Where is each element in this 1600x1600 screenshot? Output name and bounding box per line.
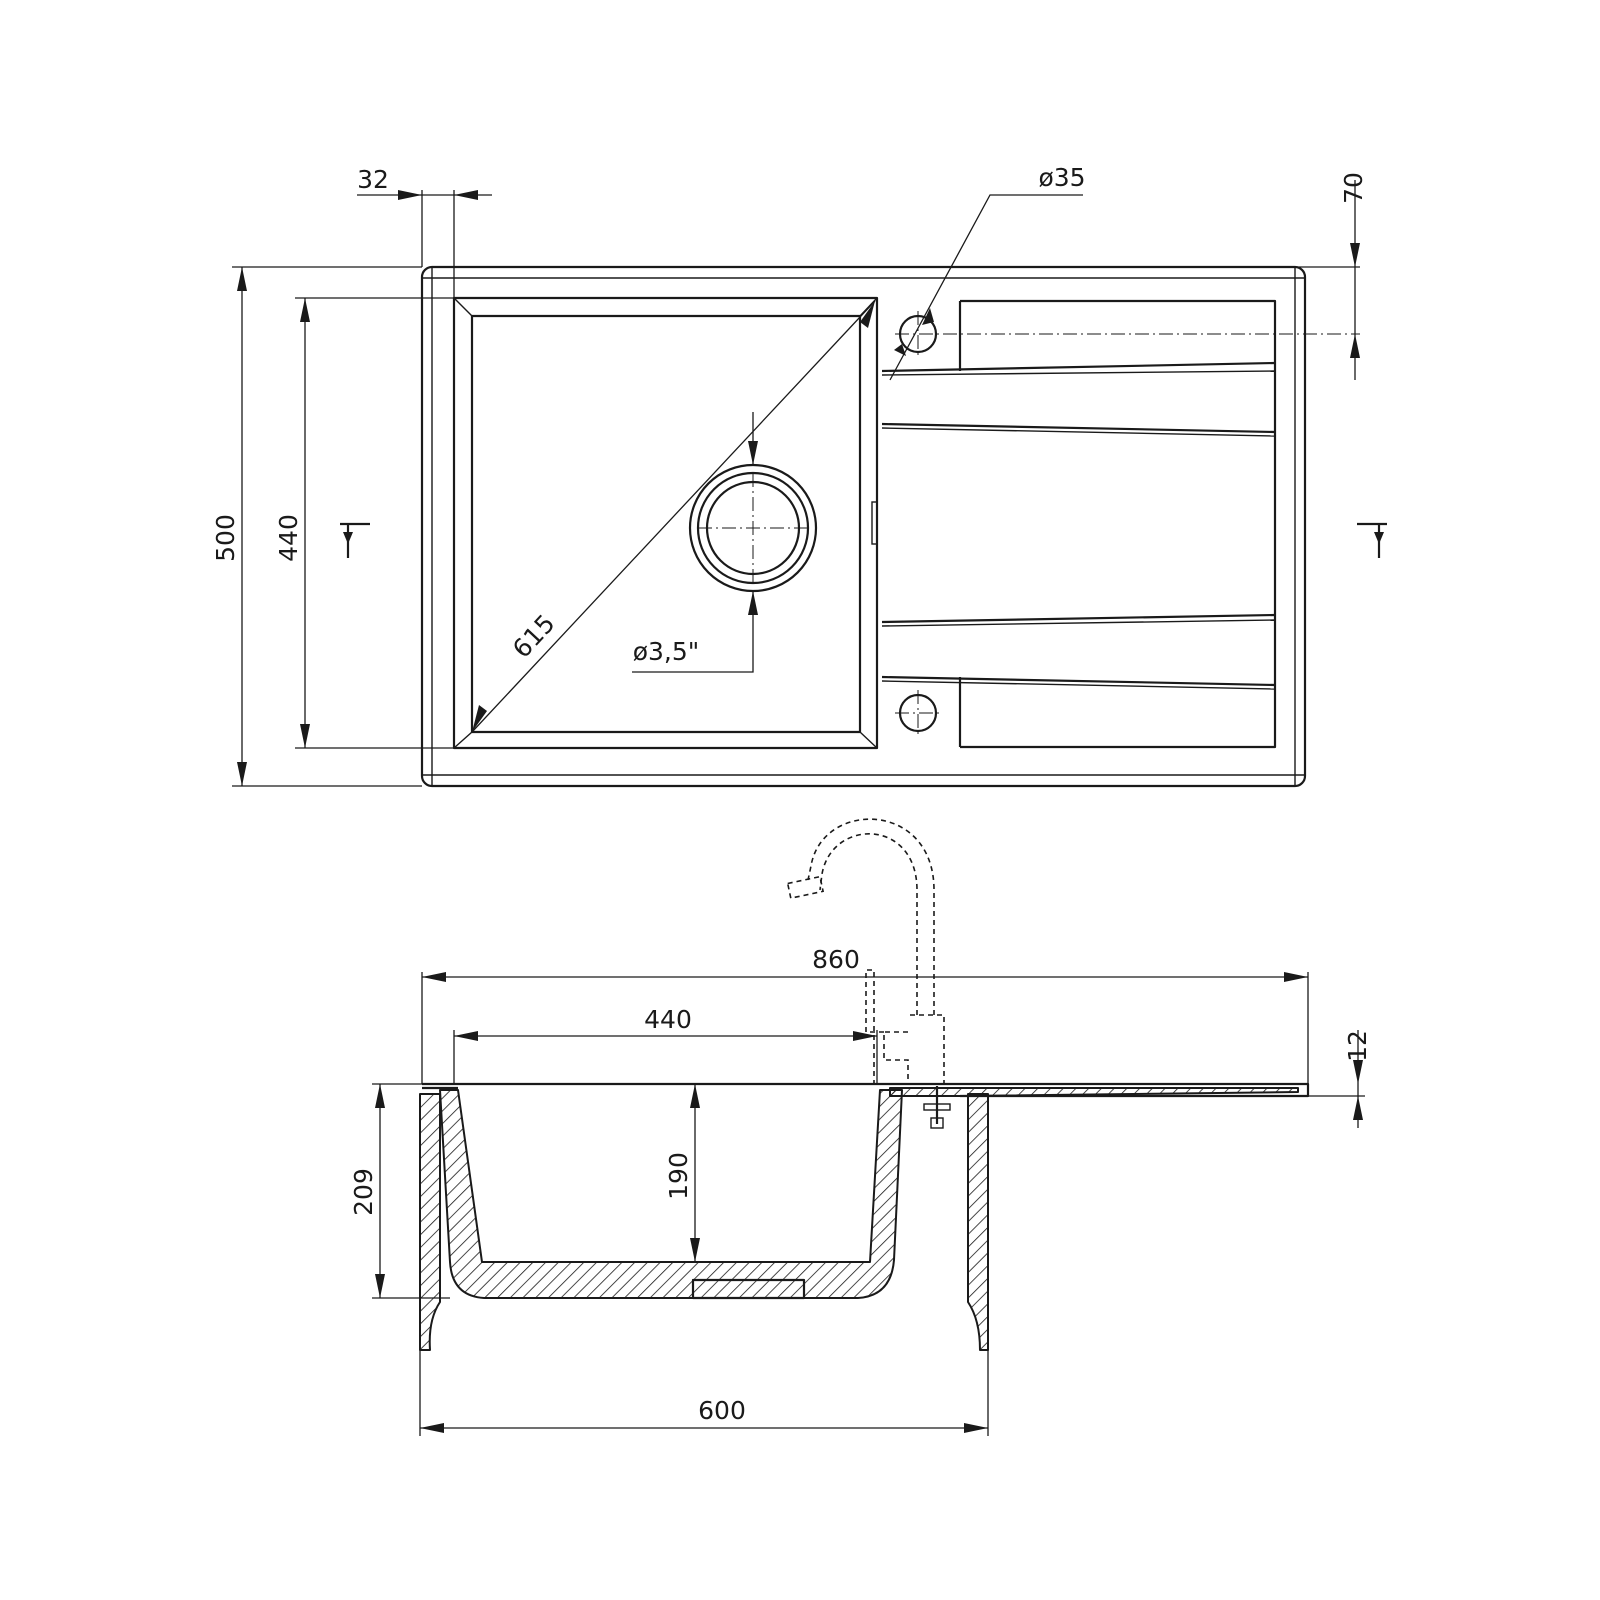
dim-600: 600 — [419, 1350, 989, 1436]
dim-440-side: 440 — [453, 1005, 878, 1084]
dim-500: 500 — [211, 266, 422, 787]
tap-hole-upper — [895, 311, 1360, 357]
countertop-drainer — [422, 1082, 1310, 1098]
dim-860: 860 — [421, 945, 1309, 1084]
sink-outline — [420, 265, 1307, 788]
dim-440-top: 440 — [274, 297, 454, 749]
dim-label-600: 600 — [698, 1396, 746, 1425]
dim-label-440-side: 440 — [644, 1005, 692, 1034]
bowl-section — [439, 1089, 903, 1300]
dim-label-500: 500 — [211, 514, 240, 562]
dim-190: 190 — [664, 1084, 700, 1262]
dim-12: 12 — [1308, 1030, 1372, 1128]
dim-label-615: 615 — [507, 609, 561, 664]
dim-tap-hole-diameter: ø35 — [889, 163, 1086, 381]
drain-circle — [688, 463, 818, 593]
dim-label-860: 860 — [812, 945, 860, 974]
dim-label-drain-diameter: ø3,5" — [633, 637, 700, 666]
side-view: 860 440 12 209 — [349, 818, 1372, 1436]
dim-label-209: 209 — [349, 1168, 378, 1216]
dim-label-440-top: 440 — [274, 514, 303, 562]
cabinet-wall-left — [419, 1093, 441, 1351]
section-mark-right — [1357, 522, 1387, 558]
drainer-area — [881, 299, 1277, 749]
dim-70: 70 — [1295, 172, 1368, 380]
faucet-outline — [786, 818, 951, 1129]
dim-209: 209 — [349, 1083, 450, 1299]
section-mark-left — [340, 522, 370, 558]
tap-hole-lower — [895, 690, 941, 736]
dim-label-12: 12 — [1343, 1030, 1372, 1062]
dim-drain-diameter: ø3,5" — [632, 412, 758, 673]
cabinet-wall-right — [967, 1093, 989, 1351]
bowl-top — [452, 296, 879, 750]
dim-label-70: 70 — [1339, 172, 1368, 204]
dim-label-diameter-35: ø35 — [1038, 163, 1085, 192]
top-view: 500 440 32 ø35 — [211, 163, 1387, 788]
dim-label-32: 32 — [357, 165, 389, 194]
dim-32: 32 — [357, 165, 492, 298]
dim-label-190: 190 — [664, 1152, 693, 1200]
